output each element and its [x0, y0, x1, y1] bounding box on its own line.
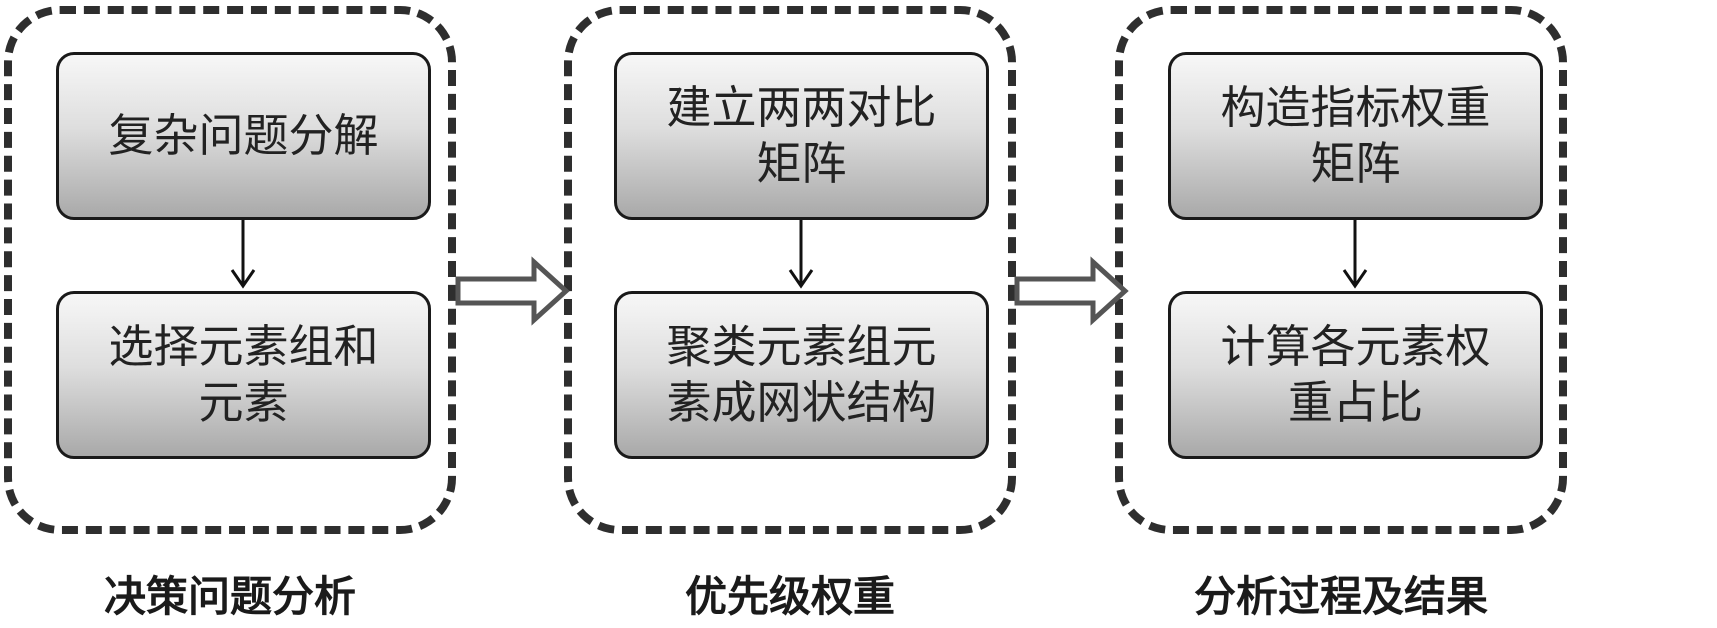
down-arrow-icon — [788, 220, 814, 289]
stage-group-analysis-results — [1115, 6, 1567, 534]
box-text: 构造指标权重矩阵 — [1220, 81, 1491, 190]
box-select-element-groups: 选择元素组和元素 — [56, 291, 431, 459]
box-construct-weight-matrix: 构造指标权重矩阵 — [1168, 52, 1543, 220]
box-complex-problem-decomposition: 复杂问题分解 — [56, 52, 431, 220]
box-build-pairwise-matrix: 建立两两对比矩阵 — [614, 52, 989, 220]
box-text: 聚类元素组元素成网状结构 — [666, 320, 937, 429]
box-compute-weight-ratio: 计算各元素权重占比 — [1168, 291, 1543, 459]
right-block-arrow-icon — [455, 256, 570, 326]
right-block-arrow-icon — [1014, 256, 1129, 326]
stage-label-decision-analysis: 决策问题分析 — [103, 572, 356, 621]
down-arrow-icon — [1342, 220, 1368, 289]
box-text: 建立两两对比矩阵 — [666, 81, 937, 190]
box-cluster-network-structure: 聚类元素组元素成网状结构 — [614, 291, 989, 459]
stage-label-analysis-results: 分析过程及结果 — [1193, 572, 1488, 621]
box-text: 计算各元素权重占比 — [1220, 320, 1491, 429]
box-text: 选择元素组和元素 — [108, 320, 379, 429]
stage-label-priority-weights: 优先级权重 — [684, 572, 895, 621]
stage-group-decision-analysis — [4, 6, 456, 534]
down-arrow-icon — [230, 220, 256, 289]
stage-group-priority-weights — [564, 6, 1016, 534]
box-text: 复杂问题分解 — [108, 109, 379, 162]
